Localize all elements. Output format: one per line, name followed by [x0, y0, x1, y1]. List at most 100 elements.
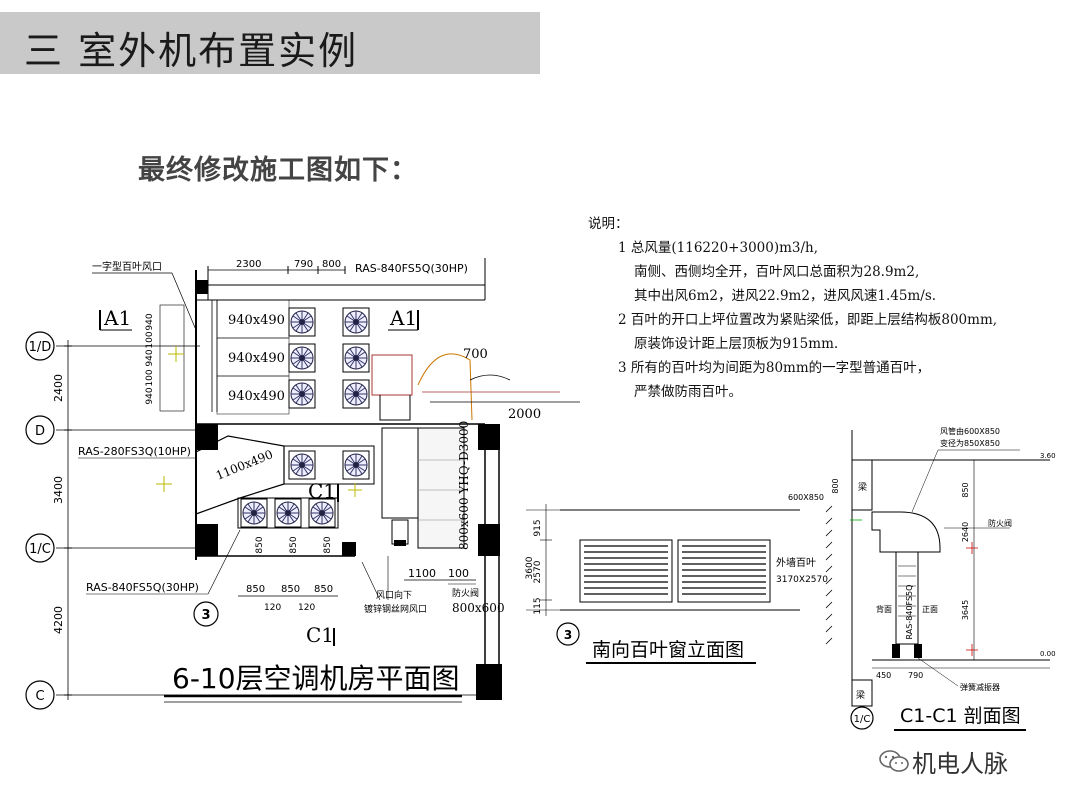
vert-dim: 850: [289, 536, 299, 553]
unit-label: RAS-840FS5Q(30HP): [86, 581, 199, 594]
axis-label: 1/C: [854, 714, 871, 725]
vert-dim: 850: [323, 536, 333, 553]
bottom-sub-dim: 120: [298, 603, 315, 613]
notes: 说明： 1 总风量(116220+3000)m3/h, 南侧、西侧均全开，百叶风…: [588, 212, 997, 404]
note-line: 2 百叶的开口上坪位置改为紧贴梁低，即距上层结构板800mm,: [618, 312, 998, 328]
duct-size: 1100x490: [214, 447, 275, 483]
fan-unit: [288, 379, 316, 409]
section-dim: 790: [908, 671, 923, 680]
section-drawing: 梁 梁 外墙百叶 3170X2570 600X850 RAS-840FS5Q 背…: [776, 426, 1056, 731]
axis-label: D: [35, 424, 45, 439]
detail-bubble: 3: [201, 608, 210, 623]
axis-label: 1/D: [29, 340, 52, 355]
top-dim: 790: [294, 259, 313, 270]
fan-unit: [342, 343, 370, 373]
section-dim: 850: [961, 482, 970, 497]
unit-label: RAS-280FS3Q(10HP): [78, 445, 191, 458]
outlet-note: 镀锌钢丝网风口: [364, 603, 427, 615]
left-dim: 100: [145, 331, 155, 348]
right-dim: 2000: [508, 407, 541, 422]
dim-1100: 1100: [408, 567, 436, 580]
left-dim: 100: [145, 369, 155, 386]
duct-note: 风管由600X850: [940, 426, 1000, 436]
section-dim: 3645: [961, 600, 970, 620]
elev-dim: 915: [533, 519, 543, 536]
title-bar: 三 室外机布置实例: [0, 12, 540, 74]
section-marker: A1: [389, 306, 417, 330]
fan-unit: [342, 379, 370, 409]
page-title: 三 室外机布置实例: [24, 29, 359, 73]
beam-label: 梁: [856, 689, 865, 701]
note-line: 其中出风6m2，进风22.9m2，进风风速1.45m/s.: [634, 288, 937, 304]
fan-unit: [240, 498, 268, 528]
fan-unit: [274, 498, 302, 528]
watermark: 机电人脉: [912, 750, 1008, 778]
unit-label: RAS-840FS5Q(30HP): [355, 262, 468, 275]
bottom-dim: 850: [281, 584, 300, 595]
plan-title: 6-10层空调机房平面图: [172, 662, 460, 695]
plan-drawing: 1/D D 1/C C 2400 3400 4200: [25, 258, 580, 710]
elevation-title: 南向百叶窗立面图: [592, 639, 744, 661]
axis-dim: 2400: [52, 374, 65, 402]
subtitle: 最终修改施工图如下：: [138, 155, 418, 186]
fan-unit: [342, 450, 370, 480]
louver-size: 940x490: [228, 389, 285, 404]
section-marker: C1: [308, 479, 336, 503]
elev-dim: 3600: [525, 556, 535, 579]
vert-dim: 850: [255, 536, 265, 553]
section-dim: 2640: [961, 522, 970, 542]
left-dim: 940: [145, 349, 155, 366]
note-line: 南侧、西侧均全开，百叶风口总面积为28.9m2,: [634, 264, 920, 280]
fan-unit: [288, 343, 316, 373]
unit-label: RAS-840FS5Q: [905, 585, 914, 640]
bottom-sub-dim: 120: [264, 603, 281, 613]
note-line: 严禁做防雨百叶。: [634, 384, 742, 400]
level-mark: 3.60: [1040, 452, 1056, 460]
left-dim: 940: [145, 313, 155, 330]
fan-unit: [342, 307, 370, 337]
axis-dim: 4200: [52, 606, 65, 634]
section-marker: C1: [306, 623, 334, 647]
front-label: 背面: [876, 604, 892, 614]
top-dim: 2300: [236, 259, 261, 270]
outlet-note: 风口向下: [376, 589, 412, 601]
bottom-dim: 850: [314, 584, 333, 595]
section-marker: A1: [103, 306, 131, 330]
louver-size: 940x490: [228, 313, 285, 328]
notes-heading: 说明：: [588, 216, 629, 232]
section-dim: 450: [876, 671, 891, 680]
fan-unit: [308, 498, 336, 528]
note-line: 3 所有的百叶均为间距为80mm的一字型普通百叶，: [618, 360, 931, 376]
top-dim: 800: [322, 259, 341, 270]
duct-note: 变径为850X850: [940, 438, 1000, 448]
axis-dim: 3400: [52, 476, 65, 504]
right-dim: 700: [463, 347, 488, 362]
elevation-drawing: 915 3600 2570 115 3 南向百叶窗立面图: [525, 504, 800, 664]
box-size: 800x600: [452, 601, 505, 615]
axis-label: 1/C: [29, 542, 51, 557]
dim-100: 100: [448, 567, 469, 580]
wechat-icon: [879, 750, 909, 772]
louver-size: 940x490: [228, 351, 285, 366]
back-label: 正面: [922, 605, 938, 614]
size-label: 600X850: [788, 493, 824, 502]
axis-label: C: [35, 689, 44, 704]
note-line: 1 总风量(116220+3000)m3/h,: [618, 240, 819, 256]
wall-louver-label: 外墙百叶: [776, 556, 816, 569]
section-title: C1-C1 剖面图: [900, 705, 1021, 727]
mount-label: 弹簧减振器: [960, 682, 1000, 692]
wall-louver-size: 3170X2570: [776, 575, 828, 585]
elev-dim: 2570: [533, 560, 543, 583]
duct-vertical: 800x600 YHQ-D3000: [457, 421, 471, 550]
detail-bubble: 3: [564, 628, 572, 642]
level-mark: 0.00: [1040, 650, 1056, 658]
fan-unit: [288, 307, 316, 337]
bottom-dim: 850: [246, 584, 265, 595]
elev-dim: 115: [533, 597, 543, 614]
section-dim: 800: [831, 478, 840, 493]
fan-unit: [288, 450, 316, 480]
beam-label: 梁: [858, 481, 867, 493]
note-line: 原装饰设计距上层顶板为915mm.: [634, 336, 839, 352]
louver-note: 一字型百叶风口: [92, 260, 162, 273]
